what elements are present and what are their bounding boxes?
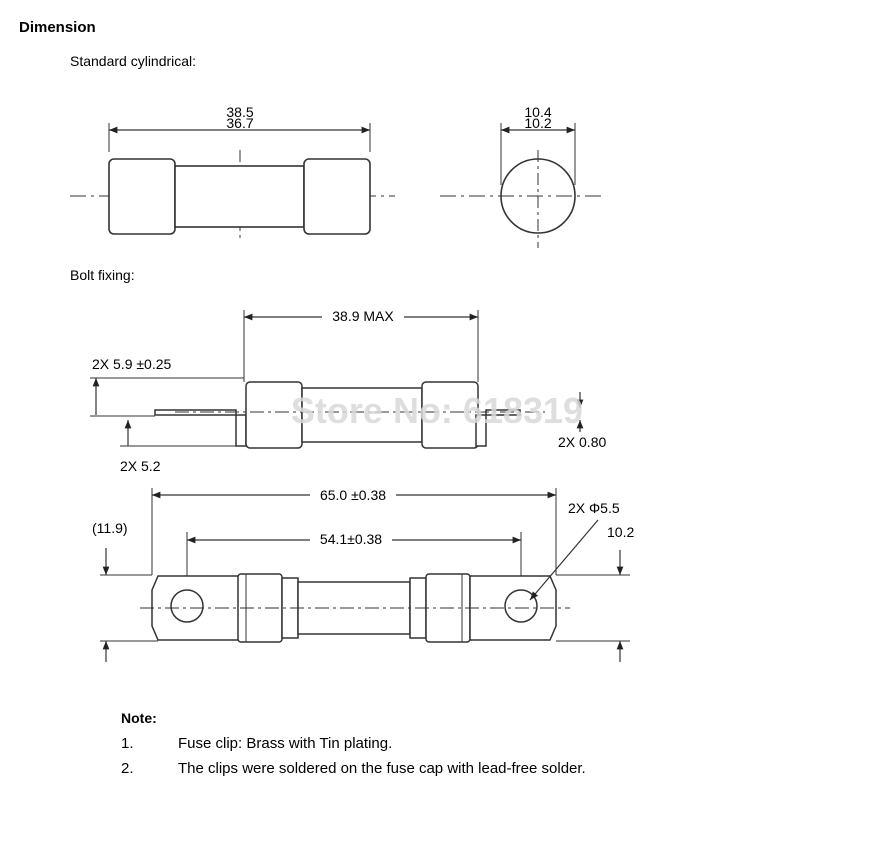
note-item-number: 2.: [121, 760, 134, 777]
note-item-text: Fuse clip: Brass with Tin plating.: [178, 735, 393, 752]
bolt-hole-pitch-label: 54.1±0.38: [320, 531, 382, 547]
bolt-ref-height-label: (11.9): [92, 520, 128, 536]
bolt-fuse-top-view: [100, 488, 630, 662]
standard-length-max-label: 38.5: [226, 104, 253, 120]
bolt-width-label: 10.2: [607, 524, 634, 540]
bolt-fuse-side-view: [90, 310, 584, 449]
note-item-text: The clips were soldered on the fuse cap …: [178, 760, 586, 777]
standard-dia-max-label: 10.4: [524, 104, 551, 120]
bolt-thickness-label: 2X 0.80: [558, 434, 606, 450]
note-item-number: 1.: [121, 735, 134, 752]
note-item: 1. Fuse clip: Brass with Tin plating.: [121, 735, 392, 752]
standard-length-min-label: 36.7: [226, 115, 253, 131]
bolt-body-length-label: 38.9 MAX: [332, 308, 394, 324]
note-item: 2. The clips were soldered on the fuse ca…: [121, 760, 586, 777]
section-label-bolt: Bolt fixing:: [70, 267, 135, 283]
bolt-overall-length-label: 65.0 ±0.38: [320, 487, 386, 503]
section-label-standard: Standard cylindrical:: [70, 53, 197, 69]
standard-fuse-side-view: [70, 123, 395, 240]
store-watermark: Store No: 618319: [291, 390, 583, 431]
standard-fuse-end-view: [440, 123, 605, 248]
note-heading: Note:: [121, 710, 157, 726]
bolt-hole-diameter-label: 2X Φ5.5: [568, 500, 620, 516]
standard-dia-min-label: 10.2: [524, 115, 551, 131]
bolt-tab-offset-label: 2X 5.2: [120, 458, 161, 474]
page-title: Dimension: [19, 19, 96, 36]
bolt-tab-height-label: 2X 5.9 ±0.25: [92, 356, 172, 372]
